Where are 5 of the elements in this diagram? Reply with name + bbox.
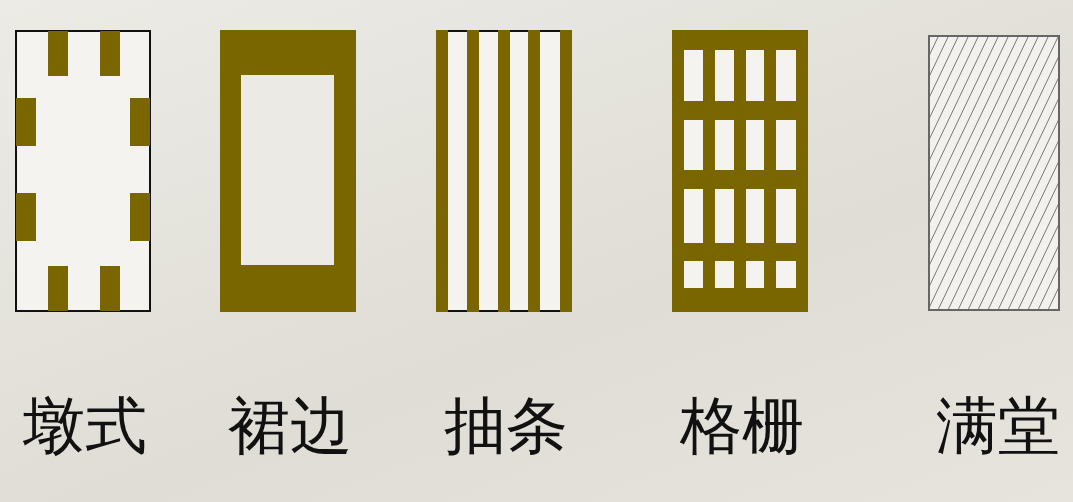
caption-text: 满堂 xyxy=(936,392,1060,461)
caption-text: 抽条 xyxy=(444,392,568,461)
caption-text: 格栅 xyxy=(680,392,804,461)
caption-text: 裙边 xyxy=(228,392,352,461)
caption-text: 墩式 xyxy=(23,392,147,461)
